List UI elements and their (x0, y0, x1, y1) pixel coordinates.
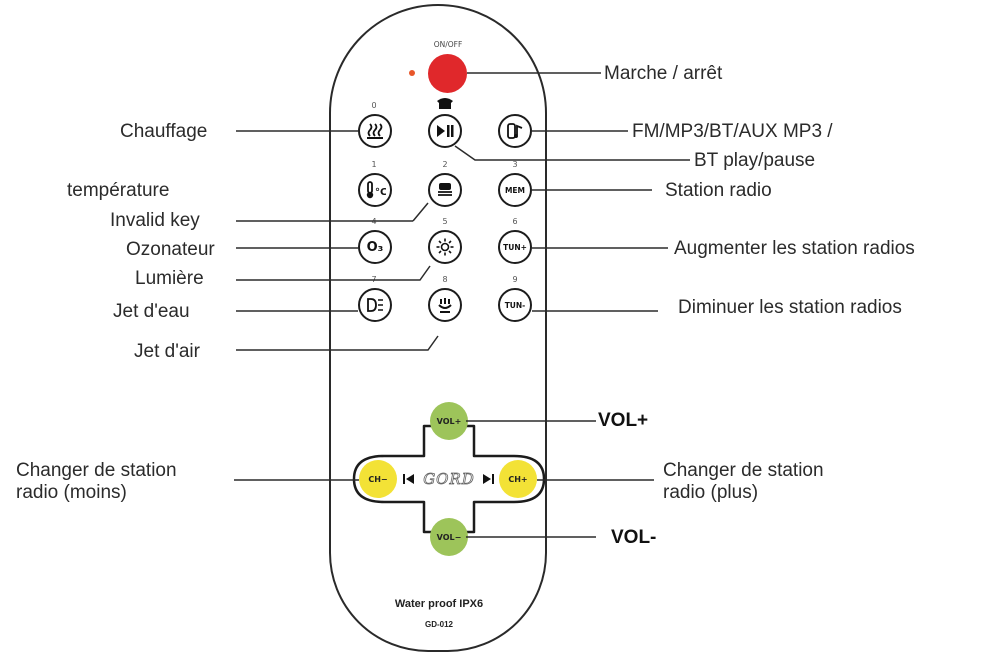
power-button[interactable] (428, 54, 467, 93)
temperature-button[interactable]: °C (358, 173, 392, 207)
ozone-button[interactable]: O₃ (358, 230, 392, 264)
waterproof-text: Water proof IPX6 (394, 598, 484, 610)
label-vol-minus: VOL- (611, 527, 657, 548)
phone-icon (437, 98, 453, 109)
mem-button[interactable]: MEM (498, 173, 532, 207)
light-button[interactable] (428, 230, 462, 264)
label-bt-play: BT play/pause (694, 150, 816, 171)
thermometer-icon: °C (366, 181, 386, 199)
skip-forward-icon (483, 474, 494, 484)
label-temperature: température (67, 180, 170, 201)
label-augmenter: Augmenter les station radios (674, 238, 915, 259)
play-pause-icon (437, 125, 454, 137)
air-jet-icon (438, 298, 452, 313)
svg-text:°C: °C (375, 187, 386, 198)
spa-icon (438, 183, 452, 196)
key-number-2: 2 (442, 160, 448, 169)
vol-plus-button[interactable]: VOL+ (430, 402, 468, 440)
key-number-9: 9 (512, 275, 518, 284)
label-chauffage: Chauffage (120, 121, 208, 142)
label-changer-plus-1: Changer de station (663, 460, 824, 481)
label-jet-eau: Jet d'eau (113, 301, 190, 322)
water-jet-icon (367, 298, 383, 312)
mode-button[interactable] (498, 114, 532, 148)
heating-button[interactable] (358, 114, 392, 148)
label-changer-moins-2: radio (moins) (16, 482, 127, 503)
tun-plus-button[interactable]: TUN+ (498, 230, 532, 264)
model-number: GD-012 (424, 620, 453, 629)
tun-minus-button[interactable]: TUN- (498, 288, 532, 322)
key-number-8: 8 (442, 275, 448, 284)
vol-minus-button[interactable]: VOL− (430, 518, 468, 556)
key-number-1: 1 (371, 160, 377, 169)
key-number-5: 5 (442, 217, 448, 226)
key-number-6: 6 (512, 217, 518, 226)
label-changer-plus-2: radio (plus) (663, 482, 759, 503)
air-jet-button[interactable] (428, 288, 462, 322)
label-jet-air: Jet d'air (134, 341, 200, 362)
label-station-radio: Station radio (665, 180, 772, 201)
play-pause-button[interactable] (428, 114, 462, 148)
music-note-icon (507, 123, 523, 139)
skip-back-icon (403, 474, 414, 484)
sun-icon (436, 238, 454, 256)
label-lumiere: Lumière (135, 268, 204, 289)
label-fm-mp3: FM/MP3/BT/AUX MP3 / (632, 121, 833, 142)
led-indicator (409, 70, 415, 76)
label-vol-plus: VOL+ (598, 410, 649, 431)
label-marche-arret: Marche / arrêt (604, 63, 723, 84)
brand-logo: GORD (423, 470, 475, 489)
key-number-0: 0 (371, 101, 377, 110)
label-invalid-key: Invalid key (110, 210, 200, 231)
onoff-label: ON/OFF (433, 40, 463, 49)
key-number-3: 3 (512, 160, 518, 169)
ch-minus-button[interactable]: CH− (359, 460, 397, 498)
label-changer-moins-1: Changer de station (16, 460, 177, 481)
label-ozonateur: Ozonateur (126, 239, 215, 260)
ch-plus-button[interactable]: CH+ (499, 460, 537, 498)
invalid-key-button[interactable] (428, 173, 462, 207)
water-jet-button[interactable] (358, 288, 392, 322)
heating-icon (367, 123, 383, 139)
label-diminuer: Diminuer les station radios (678, 297, 902, 318)
